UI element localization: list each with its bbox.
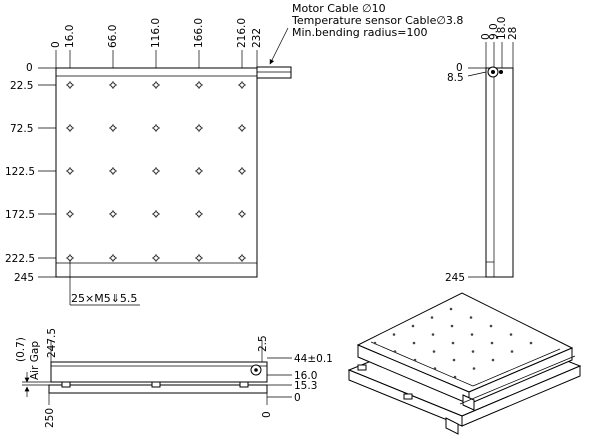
iso-hole	[510, 350, 514, 353]
iso-hole	[469, 316, 473, 319]
iso-hole	[529, 341, 533, 345]
iso-hole	[450, 324, 454, 328]
mounting-hole	[109, 167, 117, 175]
iso-hole	[392, 333, 396, 336]
mounting-hole	[109, 210, 117, 218]
iso-hole	[470, 333, 474, 336]
iso-hole	[431, 333, 435, 336]
top-view: 25×M5⇓5.5 0 16.0 66.0 116.0 166.0 216.0 …	[5, 18, 292, 306]
front-right-label: 0	[261, 411, 273, 418]
side-x-label: 0	[480, 33, 492, 40]
y-label: 222.5	[5, 253, 35, 265]
iso-hole	[472, 367, 476, 370]
cable-leader	[269, 27, 289, 65]
front-left-label: 247.5	[46, 328, 58, 358]
mounting-hole	[109, 124, 117, 132]
mounting-hole	[66, 124, 74, 132]
iso-hole	[430, 316, 434, 319]
iso-hole	[411, 324, 415, 328]
y-label: 245	[14, 272, 34, 284]
mounting-hole	[152, 167, 160, 175]
front-view: 247.5 (0.7) Air Gap 250 2.5 44±0.1 16.0 …	[15, 328, 333, 428]
side-y-label: 245	[445, 272, 465, 284]
cable-notes: Motor Cable ∅10 Temperature sensor Cable…	[291, 2, 463, 39]
x-label: 216.0	[236, 18, 248, 48]
front-right-label: 2.5	[257, 335, 269, 352]
temperature-cable-note: Temperature sensor Cable∅3.8	[291, 14, 463, 27]
iso-hole	[432, 350, 436, 353]
side-view: 0 9.0 18.0 28 0 8.5 245	[445, 17, 519, 284]
y-label: 122.5	[5, 166, 35, 178]
iso-hole	[413, 358, 417, 362]
mounting-hole	[152, 81, 160, 89]
mounting-hole	[66, 81, 74, 89]
iso-hole	[393, 350, 397, 353]
front-left-label: 250	[44, 408, 56, 428]
mounting-hole	[195, 210, 203, 218]
x-label: 166.0	[193, 18, 205, 48]
mounting-hole	[238, 167, 246, 175]
y-label: 22.5	[10, 80, 33, 92]
iso-hole	[489, 324, 493, 328]
iso-hole	[491, 358, 495, 362]
side-y-label: 0	[456, 62, 463, 74]
mounting-hole	[195, 124, 203, 132]
x-label: 232	[251, 28, 263, 48]
mounting-hole	[195, 254, 203, 262]
iso-hole	[373, 341, 377, 345]
iso-hole	[490, 341, 494, 345]
front-right-label: 44±0.1	[294, 353, 333, 365]
mounting-hole	[195, 81, 203, 89]
mounting-hole	[238, 210, 246, 218]
x-label: 0	[50, 41, 62, 48]
front-right-label: 0	[294, 392, 301, 404]
y-label: 72.5	[10, 123, 33, 135]
mounting-hole	[109, 254, 117, 262]
mounting-hole	[238, 81, 246, 89]
bending-radius-note: Min.bending radius=100	[292, 26, 427, 39]
side-y-label: 8.5	[447, 72, 464, 84]
mounting-hole	[66, 210, 74, 218]
iso-hole	[451, 341, 455, 345]
front-right-label: 15.3	[294, 380, 317, 392]
isometric-view	[347, 292, 582, 435]
iso-hole	[453, 375, 457, 379]
side-x-label: 18.0	[496, 17, 508, 40]
mounting-hole	[66, 167, 74, 175]
hole-callout: 25×M5⇓5.5	[71, 292, 137, 305]
iso-hole	[509, 333, 513, 336]
mounting-hole	[238, 254, 246, 262]
y-label: 172.5	[5, 209, 35, 221]
x-label: 66.0	[107, 25, 119, 48]
front-left-label: (0.7)	[15, 337, 27, 362]
iso-hole	[412, 341, 416, 345]
iso-hole	[449, 307, 453, 311]
plate-side-outline	[485, 67, 514, 278]
cable-stub	[256, 66, 292, 79]
mounting-hole	[152, 210, 160, 218]
front-upper-slab	[50, 361, 268, 383]
mounting-hole	[195, 167, 203, 175]
mounting-hole	[238, 124, 246, 132]
front-left-label: Air Gap	[29, 341, 41, 380]
mounting-hole	[109, 81, 117, 89]
iso-hole	[471, 350, 475, 353]
side-x-label: 28	[507, 27, 519, 40]
iso-hole	[452, 358, 456, 362]
x-label: 16.0	[64, 25, 76, 48]
iso-hole	[433, 367, 437, 370]
mounting-hole	[152, 124, 160, 132]
front-right-label: 16.0	[294, 370, 317, 382]
mounting-hole	[152, 254, 160, 262]
x-label: 116.0	[150, 18, 162, 48]
y-label: 0	[26, 62, 33, 74]
side-x-label: 9.0	[488, 23, 500, 40]
motor-cable-note: Motor Cable ∅10	[292, 2, 386, 15]
